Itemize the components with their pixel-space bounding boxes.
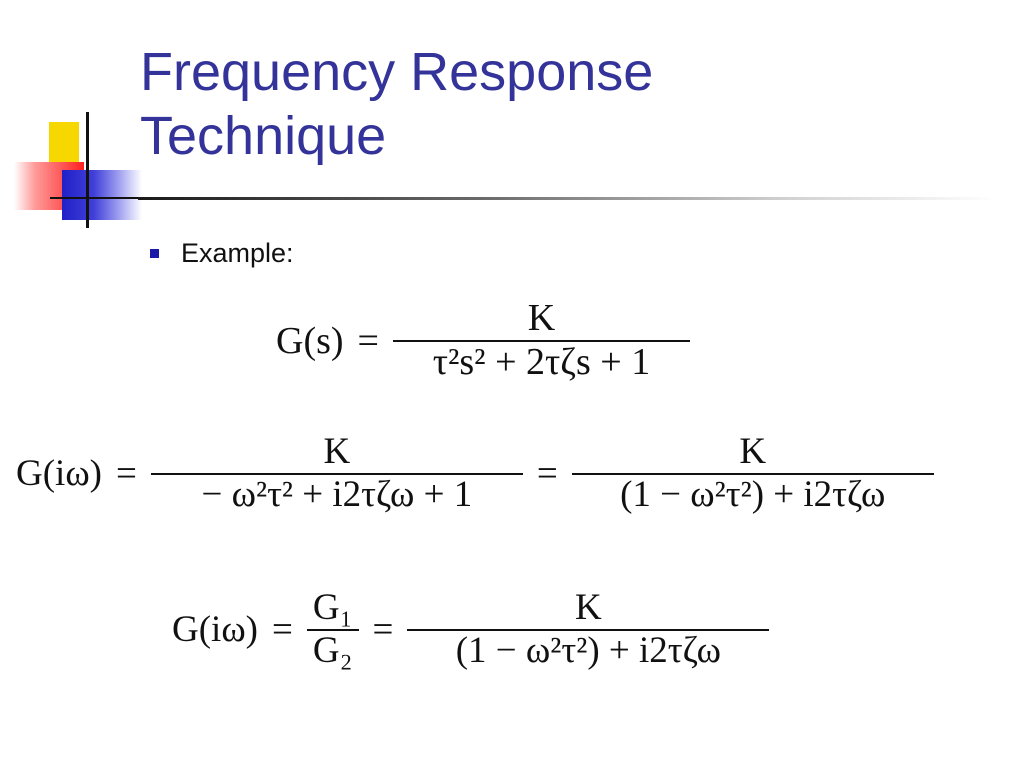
decor-yellow-square <box>49 122 79 162</box>
eq3-ratio-numerator: G₁ <box>306 587 359 631</box>
eq2-lhs: G(iω) <box>16 453 102 495</box>
eq2-fraction-1: K − ω²τ² + i2τζω + 1 <box>150 431 523 515</box>
eq3-ratio: G₁ G₂ <box>306 587 359 671</box>
eq1-fraction: K τ²s² + 2τζs + 1 <box>392 297 690 384</box>
decor-vertical-line <box>86 112 89 228</box>
decor-horizontal-line <box>50 197 142 199</box>
eq2-numerator-1: K <box>150 431 523 475</box>
eq1-equals: = <box>357 319 379 362</box>
bullet-text: Example: <box>181 238 294 268</box>
bullet-item: Example: <box>150 238 294 269</box>
title-underline <box>138 197 998 200</box>
eq2-equals-2: = <box>536 453 558 495</box>
title-line-1: Frequency Response <box>140 42 654 102</box>
eq3-numerator: K <box>407 587 770 631</box>
square-bullet-icon <box>150 249 159 258</box>
equation-2: G(iω) = K − ω²τ² + i2τζω + 1 = K (1 − ω²… <box>16 431 934 515</box>
slide-title: Frequency Response Technique <box>140 40 653 168</box>
eq3-lhs: G(iω) <box>172 609 258 651</box>
eq3-fraction: K (1 − ω²τ²) + i2τζω <box>407 587 770 671</box>
equation-1: G(s) = K τ²s² + 2τζs + 1 <box>276 297 690 384</box>
eq3-ratio-denominator: G₂ <box>312 629 353 671</box>
eq1-denominator: τ²s² + 2τζs + 1 <box>432 340 651 383</box>
eq1-numerator: K <box>392 297 690 342</box>
eq1-lhs: G(s) <box>276 319 344 362</box>
eq2-numerator-2: K <box>571 431 934 475</box>
corner-decoration <box>0 0 150 240</box>
equation-3: G(iω) = G₁ G₂ = K (1 − ω²τ²) + i2τζω <box>172 587 770 671</box>
eq3-equals-2: = <box>372 609 394 651</box>
eq2-equals: = <box>116 453 137 495</box>
title-line-2: Technique <box>140 106 387 166</box>
eq2-denominator-1: − ω²τ² + i2τζω + 1 <box>201 473 473 515</box>
decor-blue-block <box>62 170 142 220</box>
eq3-equals: = <box>272 609 293 651</box>
eq2-fraction-2: K (1 − ω²τ²) + i2τζω <box>571 431 934 515</box>
eq2-denominator-2: (1 − ω²τ²) + i2τζω <box>620 473 886 515</box>
eq3-denominator: (1 − ω²τ²) + i2τζω <box>455 629 722 671</box>
